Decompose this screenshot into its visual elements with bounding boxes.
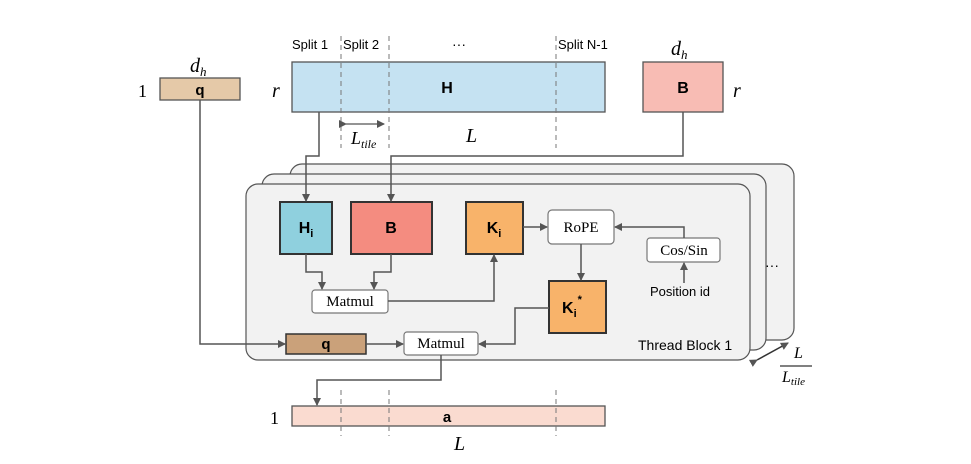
h-length-label: L [465, 125, 477, 147]
h-rows-label: r [272, 80, 280, 102]
q-rows-label: 1 [138, 81, 147, 101]
position-id-label: Position id [650, 284, 710, 299]
h-matrix [291, 61, 606, 113]
grid-depth-arrow [748, 342, 789, 367]
q-vector-label: q [195, 82, 204, 99]
b-rows-label: r [733, 80, 741, 102]
arrow-b-to-matmul [370, 254, 392, 290]
matmul-1-label: Matmul [326, 294, 374, 310]
cossin-label: Cos/Sin [660, 243, 708, 259]
a-rows-label: 1 [270, 408, 279, 428]
arrow-kistar-to-matmul2 [478, 307, 549, 348]
b-block-label: B [385, 220, 397, 237]
a-length-label: L [453, 433, 465, 455]
arrow-q-to-qblock [199, 100, 286, 348]
b-dim-label: dh [671, 38, 688, 62]
matmul-2-label: Matmul [417, 336, 465, 352]
q-block-label: q [321, 336, 330, 353]
arrow-b-to-bblock [387, 112, 684, 202]
b-matrix-label: B [677, 80, 689, 97]
b-matrix [642, 61, 724, 113]
arrow-matmul2-to-a [313, 355, 442, 406]
split-1-label: Split 1 [292, 37, 328, 52]
arrow-hi-to-matmul [305, 254, 326, 290]
arrow-h-to-hi [302, 112, 320, 202]
h-matrix-label: H [441, 80, 453, 97]
more-blocks-dots: ··· [765, 257, 779, 273]
b-block [350, 201, 433, 255]
arrow-cossin-to-rope [614, 223, 685, 238]
rope-label: RoPE [563, 220, 598, 236]
ki-star-block [548, 280, 607, 334]
split-2-label: Split 2 [343, 37, 379, 52]
ki-block [465, 201, 524, 255]
a-vector-label: a [443, 409, 452, 426]
hi-label: Hi [299, 220, 314, 240]
grid-numer-label: L [793, 345, 803, 362]
split-dots: ··· [452, 36, 466, 52]
grid-denom-label: Ltile [781, 369, 805, 388]
ki-label: Ki [487, 220, 502, 240]
ki-star-label: Ki* [562, 294, 583, 320]
ltile-label: Ltile [350, 128, 377, 151]
a-vector [291, 405, 606, 427]
thread-block-label: Thread Block 1 [638, 337, 732, 353]
q-dim-label: dh [190, 55, 207, 79]
arrow-matmul-to-ki [388, 254, 498, 302]
split-n-label: Split N-1 [558, 37, 608, 52]
